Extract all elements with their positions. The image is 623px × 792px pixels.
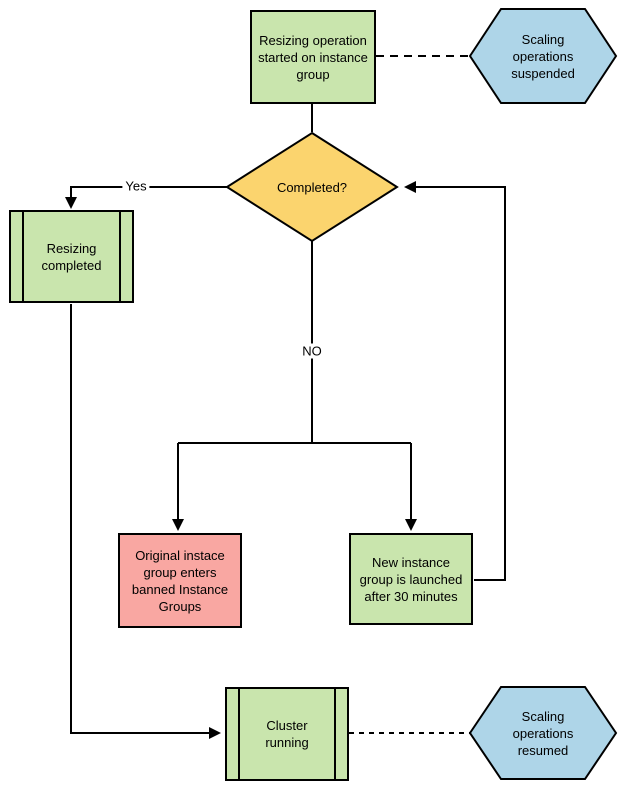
arrowhead-right-branch [405,519,417,531]
hexagon-suspended-label: Scaling operations suspended [511,31,575,81]
decision-label: Completed? [276,179,348,195]
edge-yes [70,186,227,197]
node-cluster-running-label: Cluster running [265,718,309,750]
node-new-instance-group: New instance group is launched after 30 … [349,533,473,625]
decision-diamond [225,131,399,243]
arrowhead-yes [65,197,77,209]
hexagon-suspended [468,8,618,104]
edge-label-no: NO [299,343,325,359]
node-resizing-completed-label: Resizing completed [41,240,102,273]
edge-resized-to-cluster [70,304,209,734]
predefined-process-bar [22,212,24,301]
node-cluster-running: Cluster running [225,687,349,781]
predefined-process-bar [238,689,240,779]
node-resize-start-label: Resizing operation started on instance g… [258,32,368,82]
node-new-instance-group-label: New instance group is launched after 30 … [359,554,463,604]
arrowhead-resized-to-cluster [209,727,221,739]
predefined-process-bar [119,212,121,301]
edge-newgroup-to-decision [416,186,506,581]
node-banned-instance-group-label: Original instace group enters banned Ins… [131,547,229,614]
node-resize-start: Resizing operation started on instance g… [250,10,376,104]
hexagon-resumed-label: Scaling operations resumed [512,708,574,758]
hexagon-resumed [468,686,618,780]
predefined-process-bar [334,689,336,779]
arrowhead-newgroup-to-decision [404,181,416,193]
node-banned-instance-group: Original instace group enters banned Ins… [118,533,242,628]
edge-label-yes: Yes [122,178,150,194]
arrowhead-left-branch [172,519,184,531]
node-resizing-completed: Resizing completed [9,210,134,303]
